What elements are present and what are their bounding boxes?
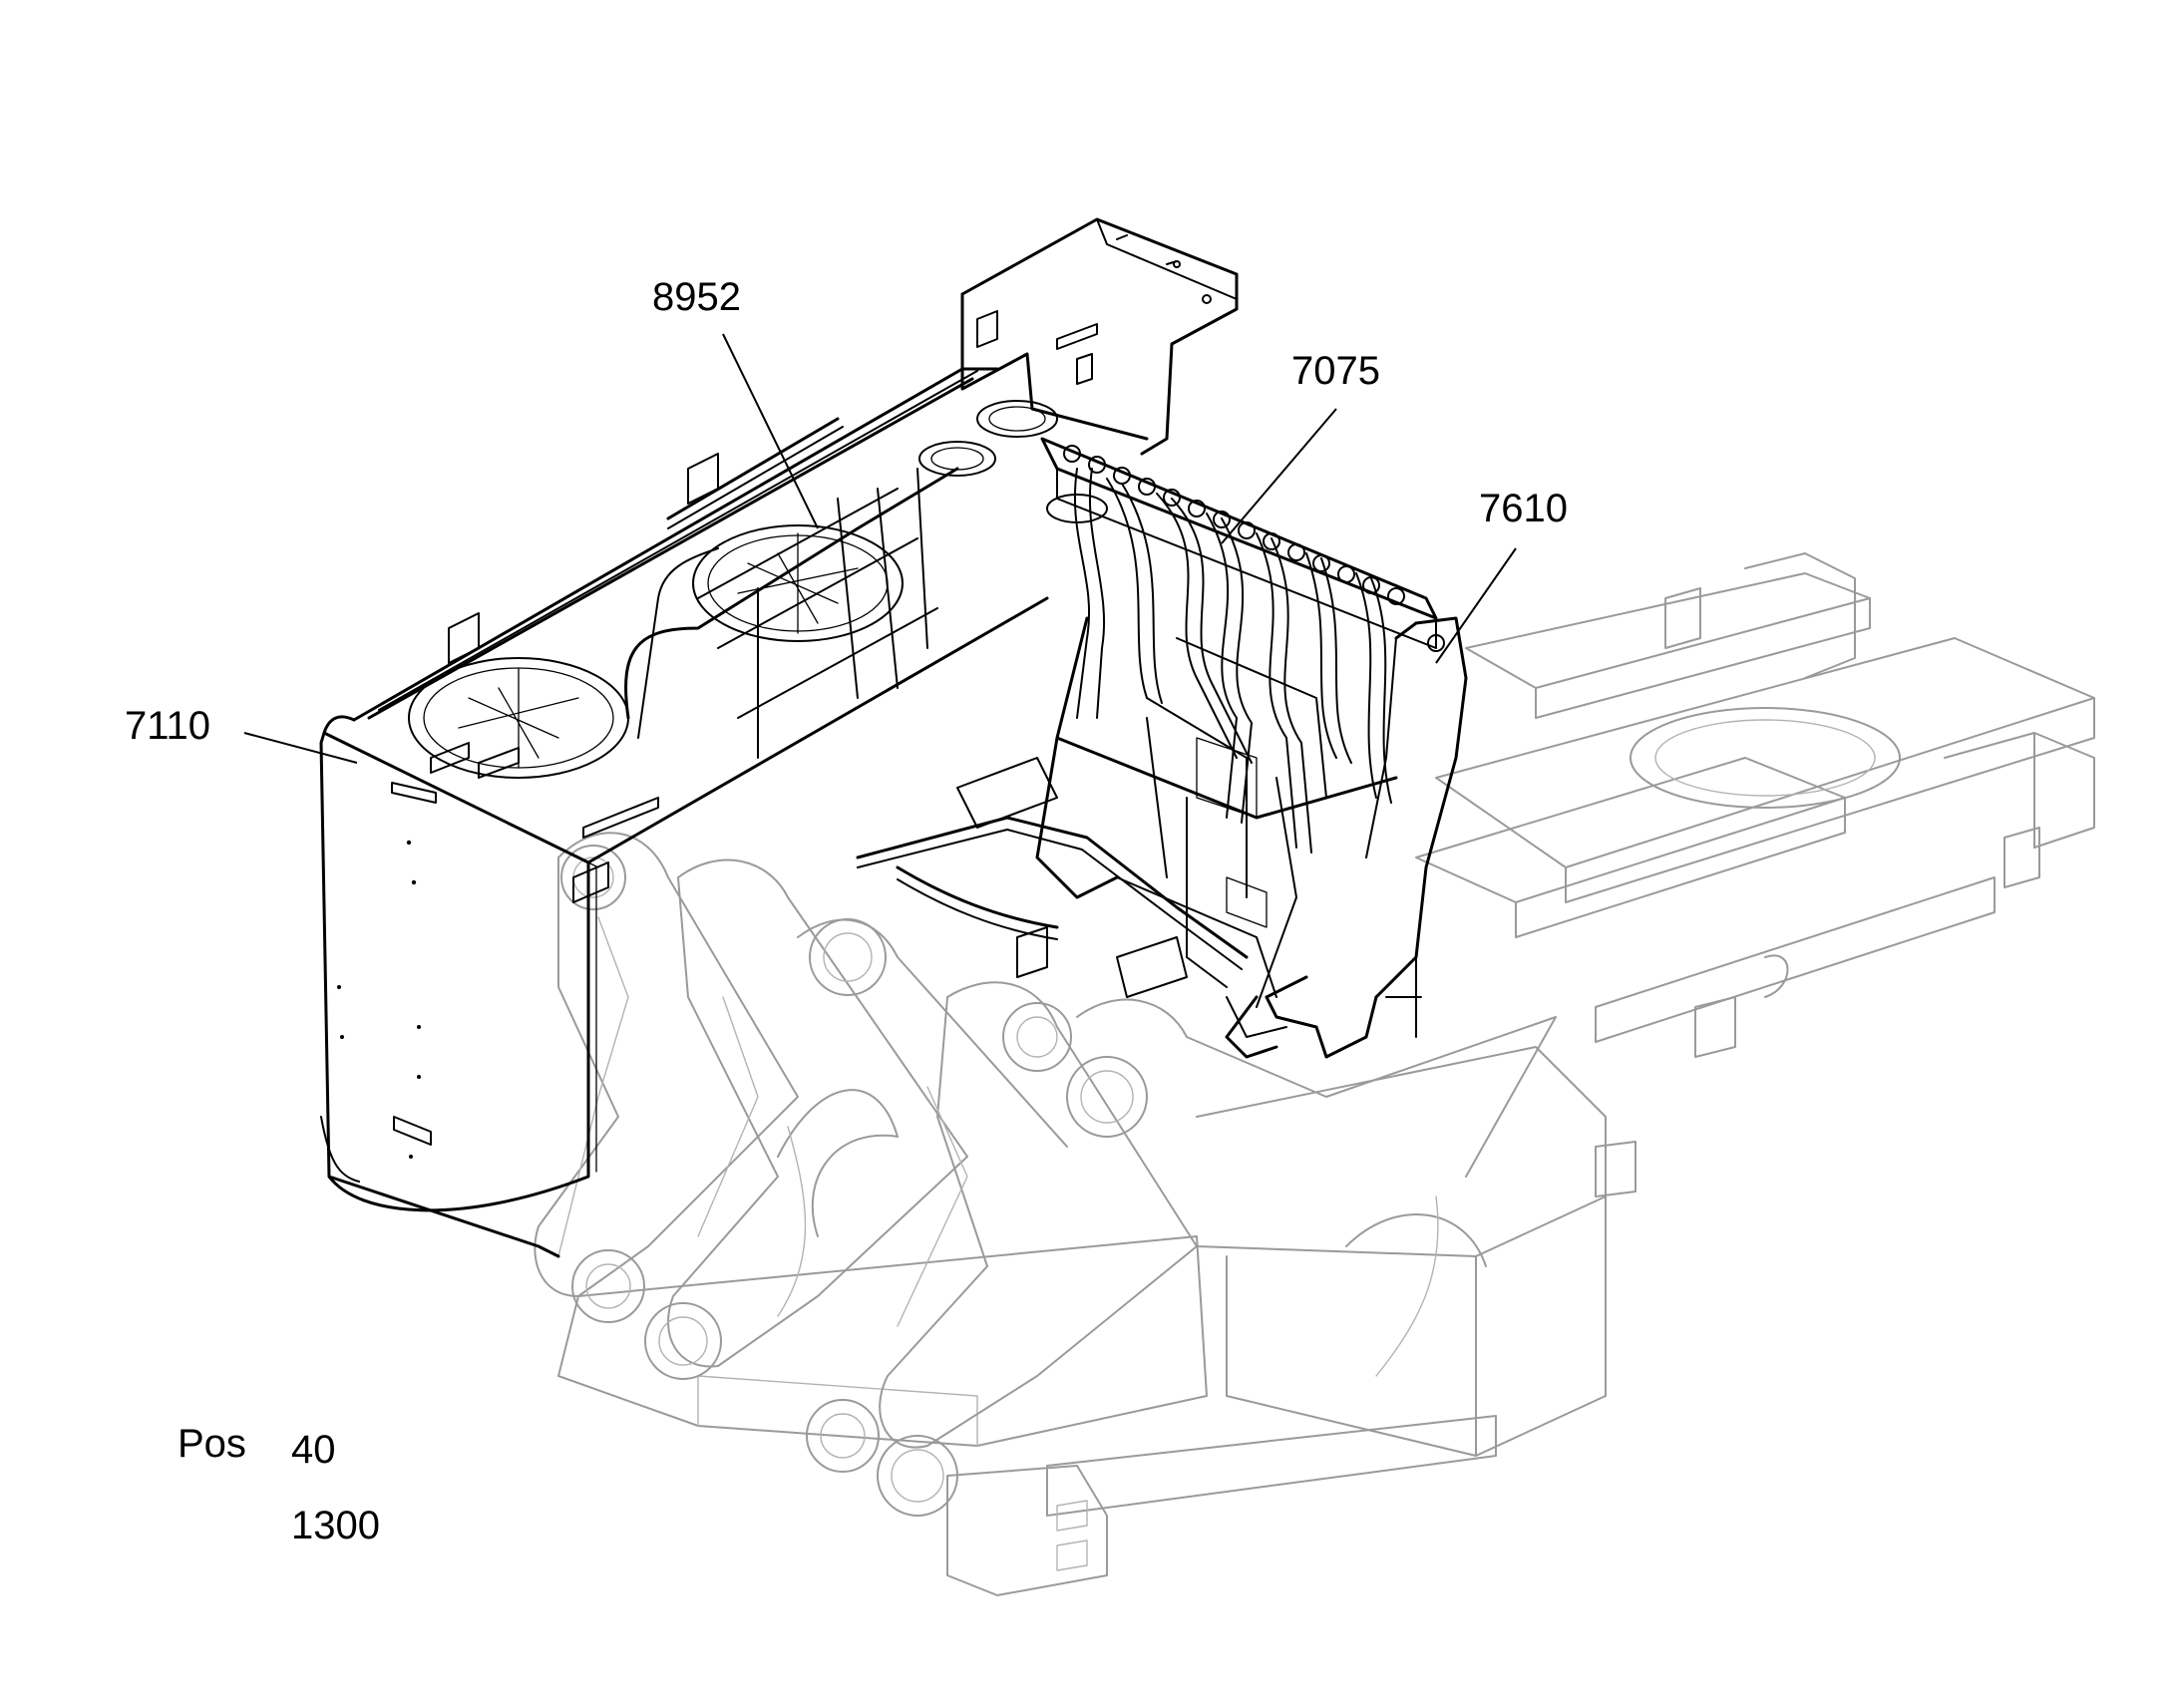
valve-block-hoses: [856, 437, 1438, 1038]
leader-lines: [243, 333, 1517, 764]
callout-7110: 7110: [125, 704, 211, 748]
position-value-1300: 1300: [291, 1504, 380, 1547]
callout-7610: 7610: [1479, 487, 1568, 530]
ghosted-frame: [534, 552, 2095, 1596]
position-value-40: 40: [291, 1428, 336, 1472]
callout-8952: 8952: [652, 275, 741, 319]
tank-box-assembly: [319, 217, 1239, 1258]
position-label: Pos: [178, 1422, 246, 1466]
side-panel-7610: [1225, 616, 1468, 1059]
callout-7075: 7075: [1291, 349, 1380, 393]
